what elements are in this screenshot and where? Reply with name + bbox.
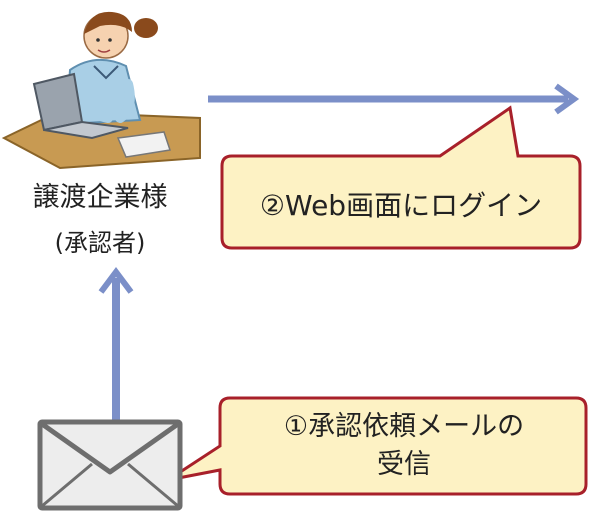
receive-arrow: [98, 267, 134, 420]
login-callout-text: ②Web画面にログイン: [259, 189, 543, 222]
envelope-icon: [37, 419, 183, 511]
login-arrow: [208, 83, 580, 115]
actor-name: 譲渡企業様: [32, 182, 168, 213]
actor-role: (承認者): [54, 229, 146, 257]
mail-callout-line-1: ①承認依頼メールの: [283, 411, 525, 442]
mail-callout-line-2: 受信: [377, 449, 431, 480]
person-at-laptop-icon: [1, 11, 201, 170]
mail-callout-bubble: [167, 396, 588, 496]
mail-callout-text: ①承認依頼メールの 受信: [224, 400, 584, 492]
login-callout-bubble: [220, 105, 582, 250]
